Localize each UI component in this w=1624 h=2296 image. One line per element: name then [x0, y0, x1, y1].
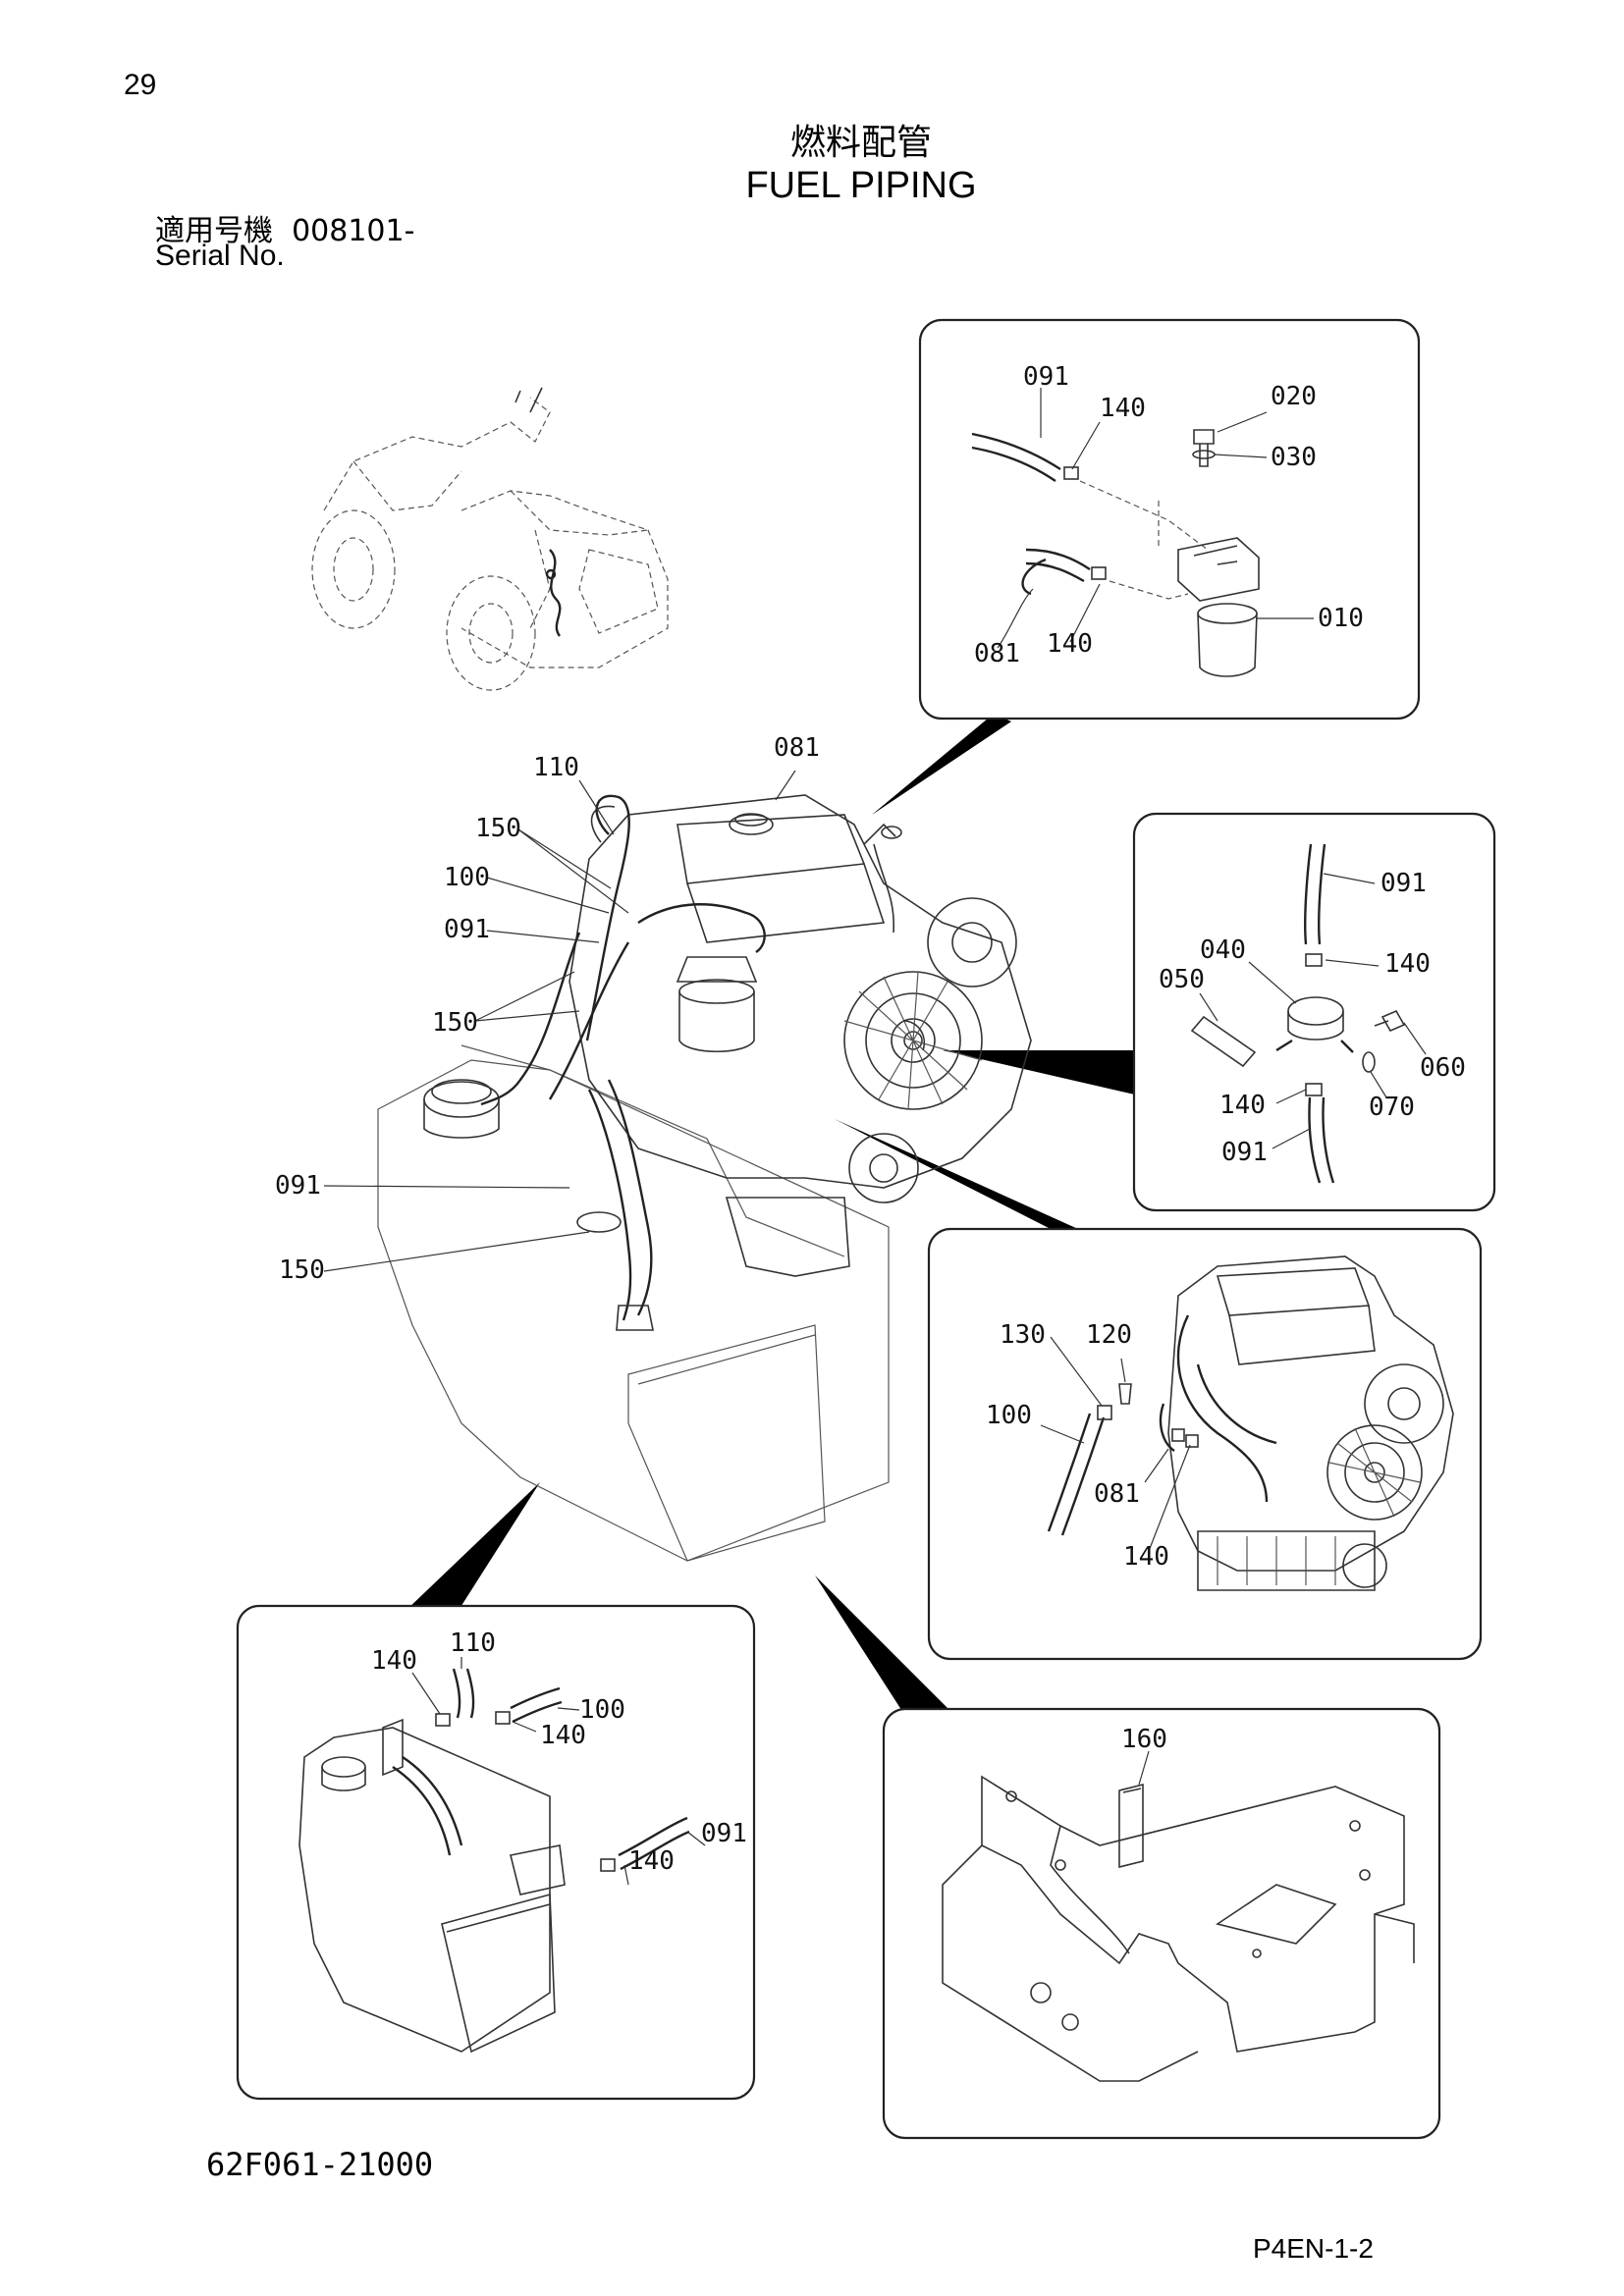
page-title-japanese: 燃料配管 [789, 123, 932, 163]
callout-pump-091-a: 091 [1380, 869, 1427, 898]
main-callouts: 110 081 150 100 091 150 091 150 [275, 733, 820, 1285]
panel-frame [882, 1707, 1441, 2140]
serial-number-label: Serial No. [155, 240, 285, 272]
callout-filter-140-b: 140 [1047, 629, 1093, 659]
callout-filter-030: 030 [1271, 443, 1317, 472]
page-number: 29 [124, 69, 157, 101]
main-callout-leaders [323, 770, 796, 1272]
callout-tank-100: 100 [579, 1695, 625, 1725]
callout-engine-081: 081 [1094, 1479, 1140, 1509]
callout-engine-120: 120 [1086, 1320, 1132, 1350]
panel-fuel-pump-callouts: 091 040 140 050 060 070 140 091 [1159, 869, 1466, 1167]
serial-label-ja: 適用号機 [155, 214, 273, 248]
callout-main-081: 081 [774, 733, 820, 763]
pointer-tank [405, 1482, 540, 1612]
callout-main-091-b: 091 [275, 1171, 321, 1201]
callout-main-091-a: 091 [444, 915, 490, 944]
callout-main-100: 100 [444, 863, 490, 892]
serial-number-label-japanese: 適用号機 008101- [155, 206, 414, 249]
panel-engine-detail-callouts: 130 120 100 081 140 [986, 1320, 1169, 1572]
vehicle-overview-illustration [311, 387, 669, 691]
panel-fuel-tank [236, 1604, 756, 2101]
page-title: FUEL PIPING [745, 165, 977, 206]
panel-engine-detail [927, 1227, 1483, 1661]
panel-fuel-filter-callouts: 091 140 020 030 010 081 140 [974, 362, 1364, 668]
callout-engine-140: 140 [1123, 1542, 1169, 1572]
pointer-pump [943, 1050, 1139, 1095]
callout-pump-091-b: 091 [1221, 1138, 1268, 1167]
callout-main-150-b: 150 [432, 1008, 478, 1038]
callout-engine-100: 100 [986, 1401, 1032, 1430]
pointer-filter [872, 714, 1011, 815]
pointer-frame [815, 1575, 952, 1713]
callout-main-150-c: 150 [279, 1255, 325, 1285]
panel-fuel-tank-callouts: 110 140 100 140 091 140 [371, 1629, 747, 1876]
panel-fuel-pump [1132, 812, 1496, 1212]
callout-tank-110: 110 [450, 1629, 496, 1658]
serial-value: 008101- [292, 214, 415, 248]
callout-pump-140-b: 140 [1219, 1091, 1266, 1120]
callout-pump-050: 050 [1159, 965, 1205, 994]
callout-tank-140-a: 140 [371, 1646, 417, 1676]
callout-main-110: 110 [533, 753, 579, 782]
callout-engine-130: 130 [1000, 1320, 1046, 1350]
callout-pump-070: 070 [1369, 1093, 1415, 1122]
callout-tank-091: 091 [701, 1819, 747, 1848]
callout-filter-140-a: 140 [1100, 394, 1146, 423]
callout-filter-081: 081 [974, 639, 1020, 668]
pointer-engine [835, 1119, 1078, 1229]
engine-and-tank-illustration [377, 794, 1032, 1562]
callout-main-150-a: 150 [475, 814, 521, 843]
callout-filter-010: 010 [1318, 604, 1364, 633]
callout-pump-060: 060 [1420, 1053, 1466, 1083]
callout-pump-040: 040 [1200, 935, 1246, 965]
callout-filter-020: 020 [1271, 382, 1317, 411]
callout-filter-091: 091 [1023, 362, 1069, 392]
callout-tank-140-b: 140 [540, 1721, 586, 1750]
drawing-number: 62F061-21000 [206, 2146, 434, 2183]
panel-fuel-filter [918, 318, 1421, 721]
callout-tank-140-c: 140 [628, 1846, 675, 1876]
callout-frame-160: 160 [1121, 1725, 1167, 1754]
callout-pump-140-a: 140 [1384, 949, 1431, 979]
page-code: P4EN-1-2 [1253, 2233, 1374, 2264]
panel-frame-callouts: 160 [1121, 1725, 1167, 1754]
